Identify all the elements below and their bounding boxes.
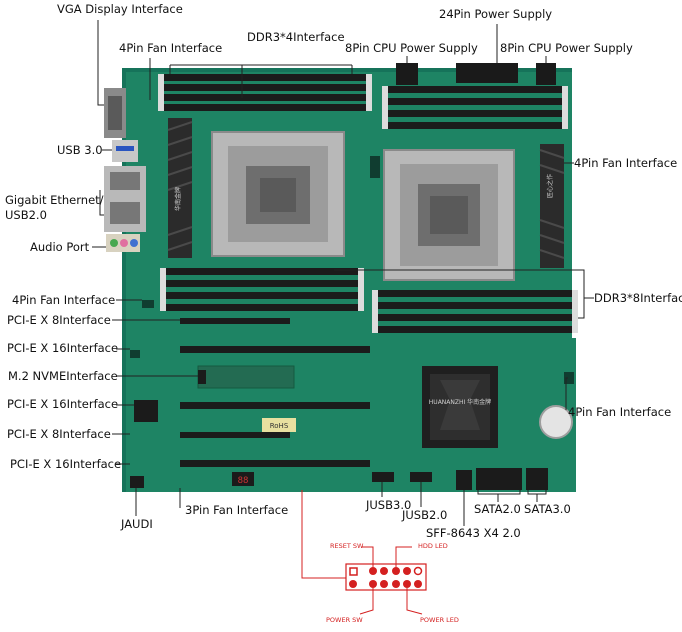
vrm-heatsink-left: 华南金牌 bbox=[167, 118, 193, 258]
label-jusb2: JUSB2.0 bbox=[401, 508, 447, 522]
pcie-x16-slot-b bbox=[180, 402, 370, 409]
cpu-socket-left bbox=[211, 131, 345, 257]
atx-24pin bbox=[456, 63, 518, 83]
label-m2: M.2 NVMEInterface bbox=[8, 369, 118, 383]
label-reset-sw: RESET SW bbox=[330, 542, 364, 550]
label-fan-right-top: 4Pin Fan Interface bbox=[574, 156, 677, 170]
label-fan3: 3Pin Fan Interface bbox=[185, 503, 288, 517]
label-pcie16-a: PCI-E X 16Interface bbox=[7, 341, 118, 355]
pcie-slots bbox=[180, 318, 370, 467]
label-pcie16-b: PCI-E X 16Interface bbox=[7, 397, 118, 411]
label-sata2: SATA2.0 bbox=[474, 502, 521, 516]
label-hdd-led: HDD LED bbox=[418, 542, 448, 550]
pcie-x8-slot-a bbox=[180, 318, 290, 324]
rear-io-panel bbox=[104, 88, 146, 252]
label-gbe: Gigabit Ethernet/ bbox=[5, 193, 104, 207]
brand-right-text: 匠心之作 bbox=[546, 174, 554, 198]
label-ddr-top: DDR3*4Interface bbox=[247, 30, 345, 44]
sata-ports bbox=[456, 468, 548, 490]
front-panel-header bbox=[345, 563, 427, 591]
front-panel-pins-filled bbox=[349, 567, 422, 588]
m2-slot bbox=[197, 365, 295, 389]
pcie-x16-slot-a bbox=[180, 346, 370, 353]
brand-left-text: 华南金牌 bbox=[174, 187, 182, 211]
cpu-8pin-left bbox=[396, 63, 418, 85]
ddr-top-left-slots bbox=[158, 74, 372, 111]
svg-text:88: 88 bbox=[238, 476, 249, 486]
label-pcie16-c: PCI-E X 16Interface bbox=[10, 457, 121, 471]
label-power-sw: POWER SW bbox=[326, 616, 363, 624]
ddr-top-right-slots bbox=[382, 86, 568, 129]
chipset-label: HUANANZHI 华南金牌 bbox=[429, 398, 491, 406]
label-jaudi: JAUDI bbox=[120, 517, 153, 531]
label-usb3: USB 3.0 bbox=[57, 143, 103, 157]
cpu-socket-right bbox=[383, 149, 515, 281]
label-24pin: 24Pin Power Supply bbox=[439, 7, 552, 21]
label-cpu8-right: 8Pin CPU Power Supply bbox=[500, 41, 633, 55]
label-fan-top: 4Pin Fan Interface bbox=[119, 41, 222, 55]
label-fan-left: 4Pin Fan Interface bbox=[12, 293, 115, 307]
label-vga: VGA Display Interface bbox=[57, 2, 183, 16]
label-power-led: POWER LED bbox=[420, 616, 459, 624]
label-audio: Audio Port bbox=[30, 240, 90, 254]
ddr-mid-right-slots bbox=[372, 290, 578, 333]
label-cpu8-left: 8Pin CPU Power Supply bbox=[345, 41, 478, 55]
label-sata3: SATA3.0 bbox=[524, 502, 571, 516]
rohs-sticker bbox=[262, 418, 296, 432]
board-components bbox=[130, 156, 574, 488]
debug-led bbox=[232, 472, 254, 486]
label-usb2-rear: USB2.0 bbox=[5, 208, 47, 222]
ddr-mid-left-slots bbox=[160, 268, 364, 311]
front-panel-pins bbox=[349, 567, 358, 576]
cmos-battery bbox=[539, 405, 573, 439]
pcie-x8-slot-b bbox=[180, 432, 290, 438]
label-sff: SFF-8643 X4 2.0 bbox=[426, 526, 521, 540]
vrm-heatsink-right: 匠心之作 bbox=[539, 144, 565, 268]
label-fan-right-bottom: 4Pin Fan Interface bbox=[568, 405, 671, 419]
pcie-x16-slot-c bbox=[180, 460, 370, 467]
label-jusb3: JUSB3.0 bbox=[365, 498, 411, 512]
cpu-8pin-right bbox=[536, 63, 556, 85]
label-pcie8-b: PCI-E X 8Interface bbox=[7, 427, 111, 441]
label-pcie8-a: PCI-E X 8Interface bbox=[7, 313, 111, 327]
rohs-text: RoHS bbox=[270, 422, 289, 430]
chipset-heatsink: HUANANZHI 华南金牌 bbox=[422, 366, 498, 448]
label-ddr-right: DDR3*8Interface bbox=[594, 291, 682, 305]
